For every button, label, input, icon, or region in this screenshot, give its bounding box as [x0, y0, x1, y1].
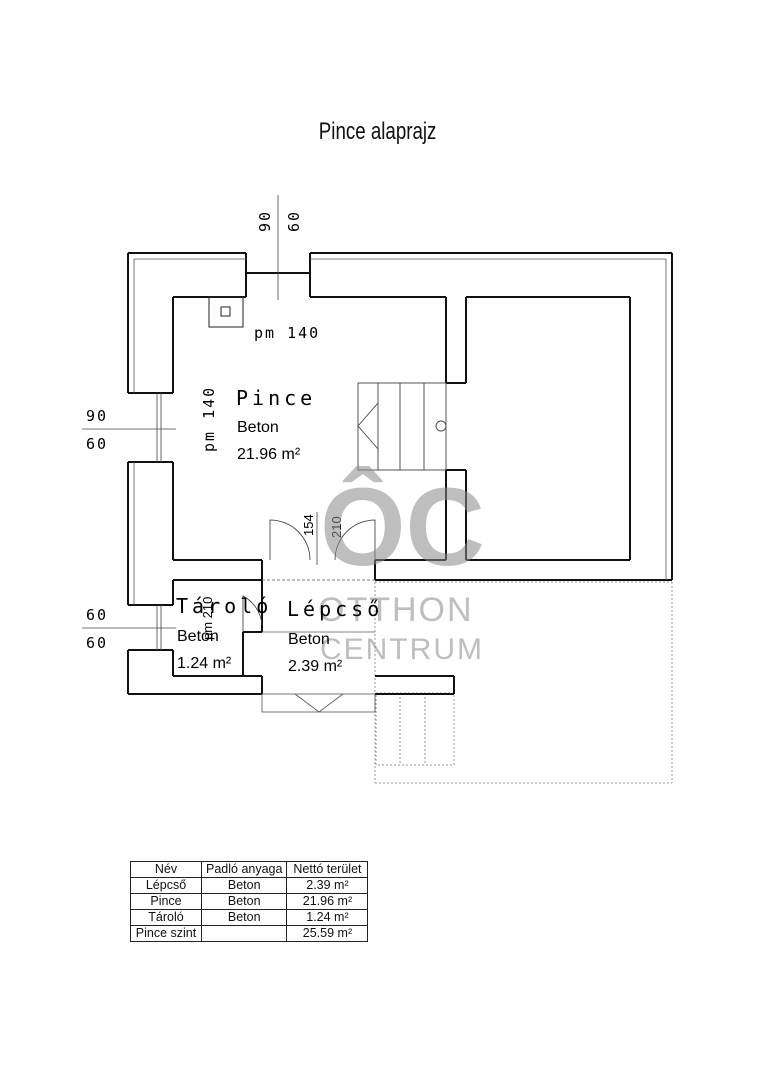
table-cell: Pince	[130, 893, 202, 910]
room-lepcso-floor: Beton	[288, 631, 330, 648]
table-cell: 21.96 m²	[286, 893, 369, 910]
room-tarolo-name: Tároló	[176, 594, 272, 618]
room-pince-label: Pince Beton 21.96 m²	[236, 386, 316, 463]
room-pince-area: 21.96 m²	[237, 446, 301, 463]
dim-door-210: 210	[329, 516, 344, 538]
table-cell: 1.24 m²	[286, 909, 369, 926]
dim-left-90: 90	[86, 407, 108, 425]
table-cell: Beton	[200, 893, 288, 910]
table-header-cell: Nettó terület	[286, 861, 369, 878]
dim-lower-60a: 60	[86, 606, 108, 624]
table-cell: Pince szint	[130, 925, 202, 942]
plan-title: Pince alaprajz	[318, 118, 437, 145]
dim-pm-left: pm 140	[200, 386, 218, 452]
doors	[242, 519, 376, 632]
table-cell	[200, 925, 288, 942]
watermark: ÔC OTTHON CENTRUM	[318, 466, 485, 666]
table-header-cell: Padló anyaga	[200, 861, 288, 878]
dim-door-154: 154	[301, 514, 316, 536]
table-cell: Lépcső	[130, 877, 202, 894]
window-left	[156, 393, 162, 650]
room-pince-floor: Beton	[237, 419, 279, 436]
table-cell: Tároló	[130, 909, 202, 926]
table-cell: 25.59 m²	[286, 925, 369, 942]
dim-pm-top: pm 140	[254, 324, 320, 342]
room-lepcso-name: Lépcső	[287, 597, 383, 621]
chimney	[208, 296, 244, 328]
dim-left-60: 60	[86, 435, 108, 453]
room-lepcso-label: Lépcső Beton 2.39 m²	[287, 597, 383, 675]
room-tarolo-label: Tároló Beton 1.24 m²	[176, 594, 272, 672]
table-cell: 2.39 m²	[286, 877, 369, 894]
stairs-lower	[261, 579, 376, 713]
watermark-line1: OTTHON	[318, 591, 474, 629]
table-row: Tároló Beton 1.24 m²	[130, 909, 369, 926]
room-pince-name: Pince	[236, 386, 316, 410]
room-tarolo-floor: Beton	[177, 628, 219, 645]
watermark-logo: ÔC	[320, 466, 485, 589]
dim-pm-small: pm 210	[200, 597, 215, 640]
table-cell: Beton	[200, 909, 288, 926]
table-row: Pince Beton 21.96 m²	[130, 893, 369, 910]
table-header-cell: Név	[130, 861, 202, 878]
table-cell: Beton	[200, 877, 288, 894]
area-table: Név Padló anyaga Nettó terület Lépcső Be…	[130, 861, 369, 942]
room-lepcso-area: 2.39 m²	[288, 658, 343, 675]
table-row: Lépcső Beton 2.39 m²	[130, 877, 369, 894]
terrace-outline	[374, 581, 673, 784]
dim-lower-60b: 60	[86, 634, 108, 652]
table-header-row: Név Padló anyaga Nettó terület	[130, 861, 369, 878]
dim-top-90: 90	[256, 210, 274, 232]
table-total-row: Pince szint 25.59 m²	[130, 925, 369, 942]
watermark-line2: CENTRUM	[320, 633, 484, 666]
walls	[127, 252, 673, 695]
room-tarolo-area: 1.24 m²	[177, 655, 232, 672]
dim-top-60: 60	[285, 210, 303, 232]
stairs-upper	[357, 382, 447, 471]
